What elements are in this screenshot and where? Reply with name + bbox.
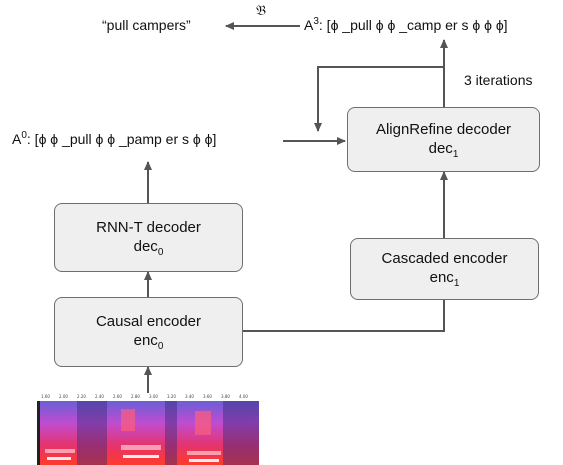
tick-label: 2.20 — [77, 394, 86, 399]
a3-tokens: : [ϕ _pull ϕ ϕ _camp er s ϕ ϕ ϕ] — [318, 17, 508, 33]
rnnt-title: RNN-T decoder — [96, 218, 201, 236]
tick-label: 2.60 — [113, 394, 122, 399]
tick-label: 3.40 — [185, 394, 194, 399]
arrow-iteration-loop — [314, 66, 444, 132]
cascaded-encoder-box: Cascaded encoder enc1 — [350, 238, 539, 300]
script-b-symbol: 𝔅 — [256, 2, 267, 18]
tick-label: 3.20 — [167, 394, 176, 399]
causal-title: Causal encoder — [95, 313, 202, 330]
a0-label: A — [12, 131, 22, 147]
alignrefine-title: AlignRefine decoder — [375, 120, 512, 138]
tick-label: 2.00 — [59, 394, 68, 399]
tick-label: 3.80 — [221, 394, 230, 399]
tick-label: 2.80 — [131, 394, 140, 399]
causal-encoder-box: Causal encoder enc0 — [54, 297, 243, 367]
a3-label: A — [304, 17, 314, 33]
cascaded-title: Cascaded encoder — [381, 250, 508, 267]
spectrogram-image: 1.60 2.00 2.20 2.40 2.60 2.80 3.00 3.20 … — [37, 393, 259, 465]
alignrefine-symbol: dec1 — [428, 139, 459, 160]
rnnt-decoder-box: RNN-T decoder dec0 — [54, 203, 243, 272]
arrow-causal-to-cascaded — [243, 300, 445, 332]
tick-label: 3.60 — [203, 394, 212, 399]
tick-label: 4.00 — [239, 394, 248, 399]
a0-tokens: : [ϕ ϕ _pull ϕ ϕ _pamp er s ϕ ϕ] — [26, 131, 217, 147]
cascaded-symbol: enc1 — [429, 269, 460, 289]
causal-symbol: enc0 — [133, 332, 164, 352]
tick-label: 3.00 — [149, 394, 158, 399]
a3-sequence: A3: [ϕ _pull ϕ ϕ _camp er s ϕ ϕ ϕ] — [304, 16, 508, 33]
alignrefine-decoder-box: AlignRefine decoder dec1 — [347, 107, 540, 172]
a0-superscript: 0 — [21, 130, 27, 141]
rnnt-symbol: dec0 — [133, 237, 164, 258]
spectrogram-tick-labels: 1.60 2.00 2.20 2.40 2.60 2.80 3.00 3.20 … — [41, 394, 248, 399]
tick-label: 2.40 — [95, 394, 104, 399]
a3-superscript: 3 — [313, 16, 319, 27]
output-transcript: “pull campers” — [102, 17, 191, 33]
a0-sequence: A0: [ϕ ϕ _pull ϕ ϕ _pamp er s ϕ ϕ] — [12, 130, 217, 147]
iterations-label: 3 iterations — [464, 72, 533, 88]
tick-label: 1.60 — [41, 394, 50, 399]
